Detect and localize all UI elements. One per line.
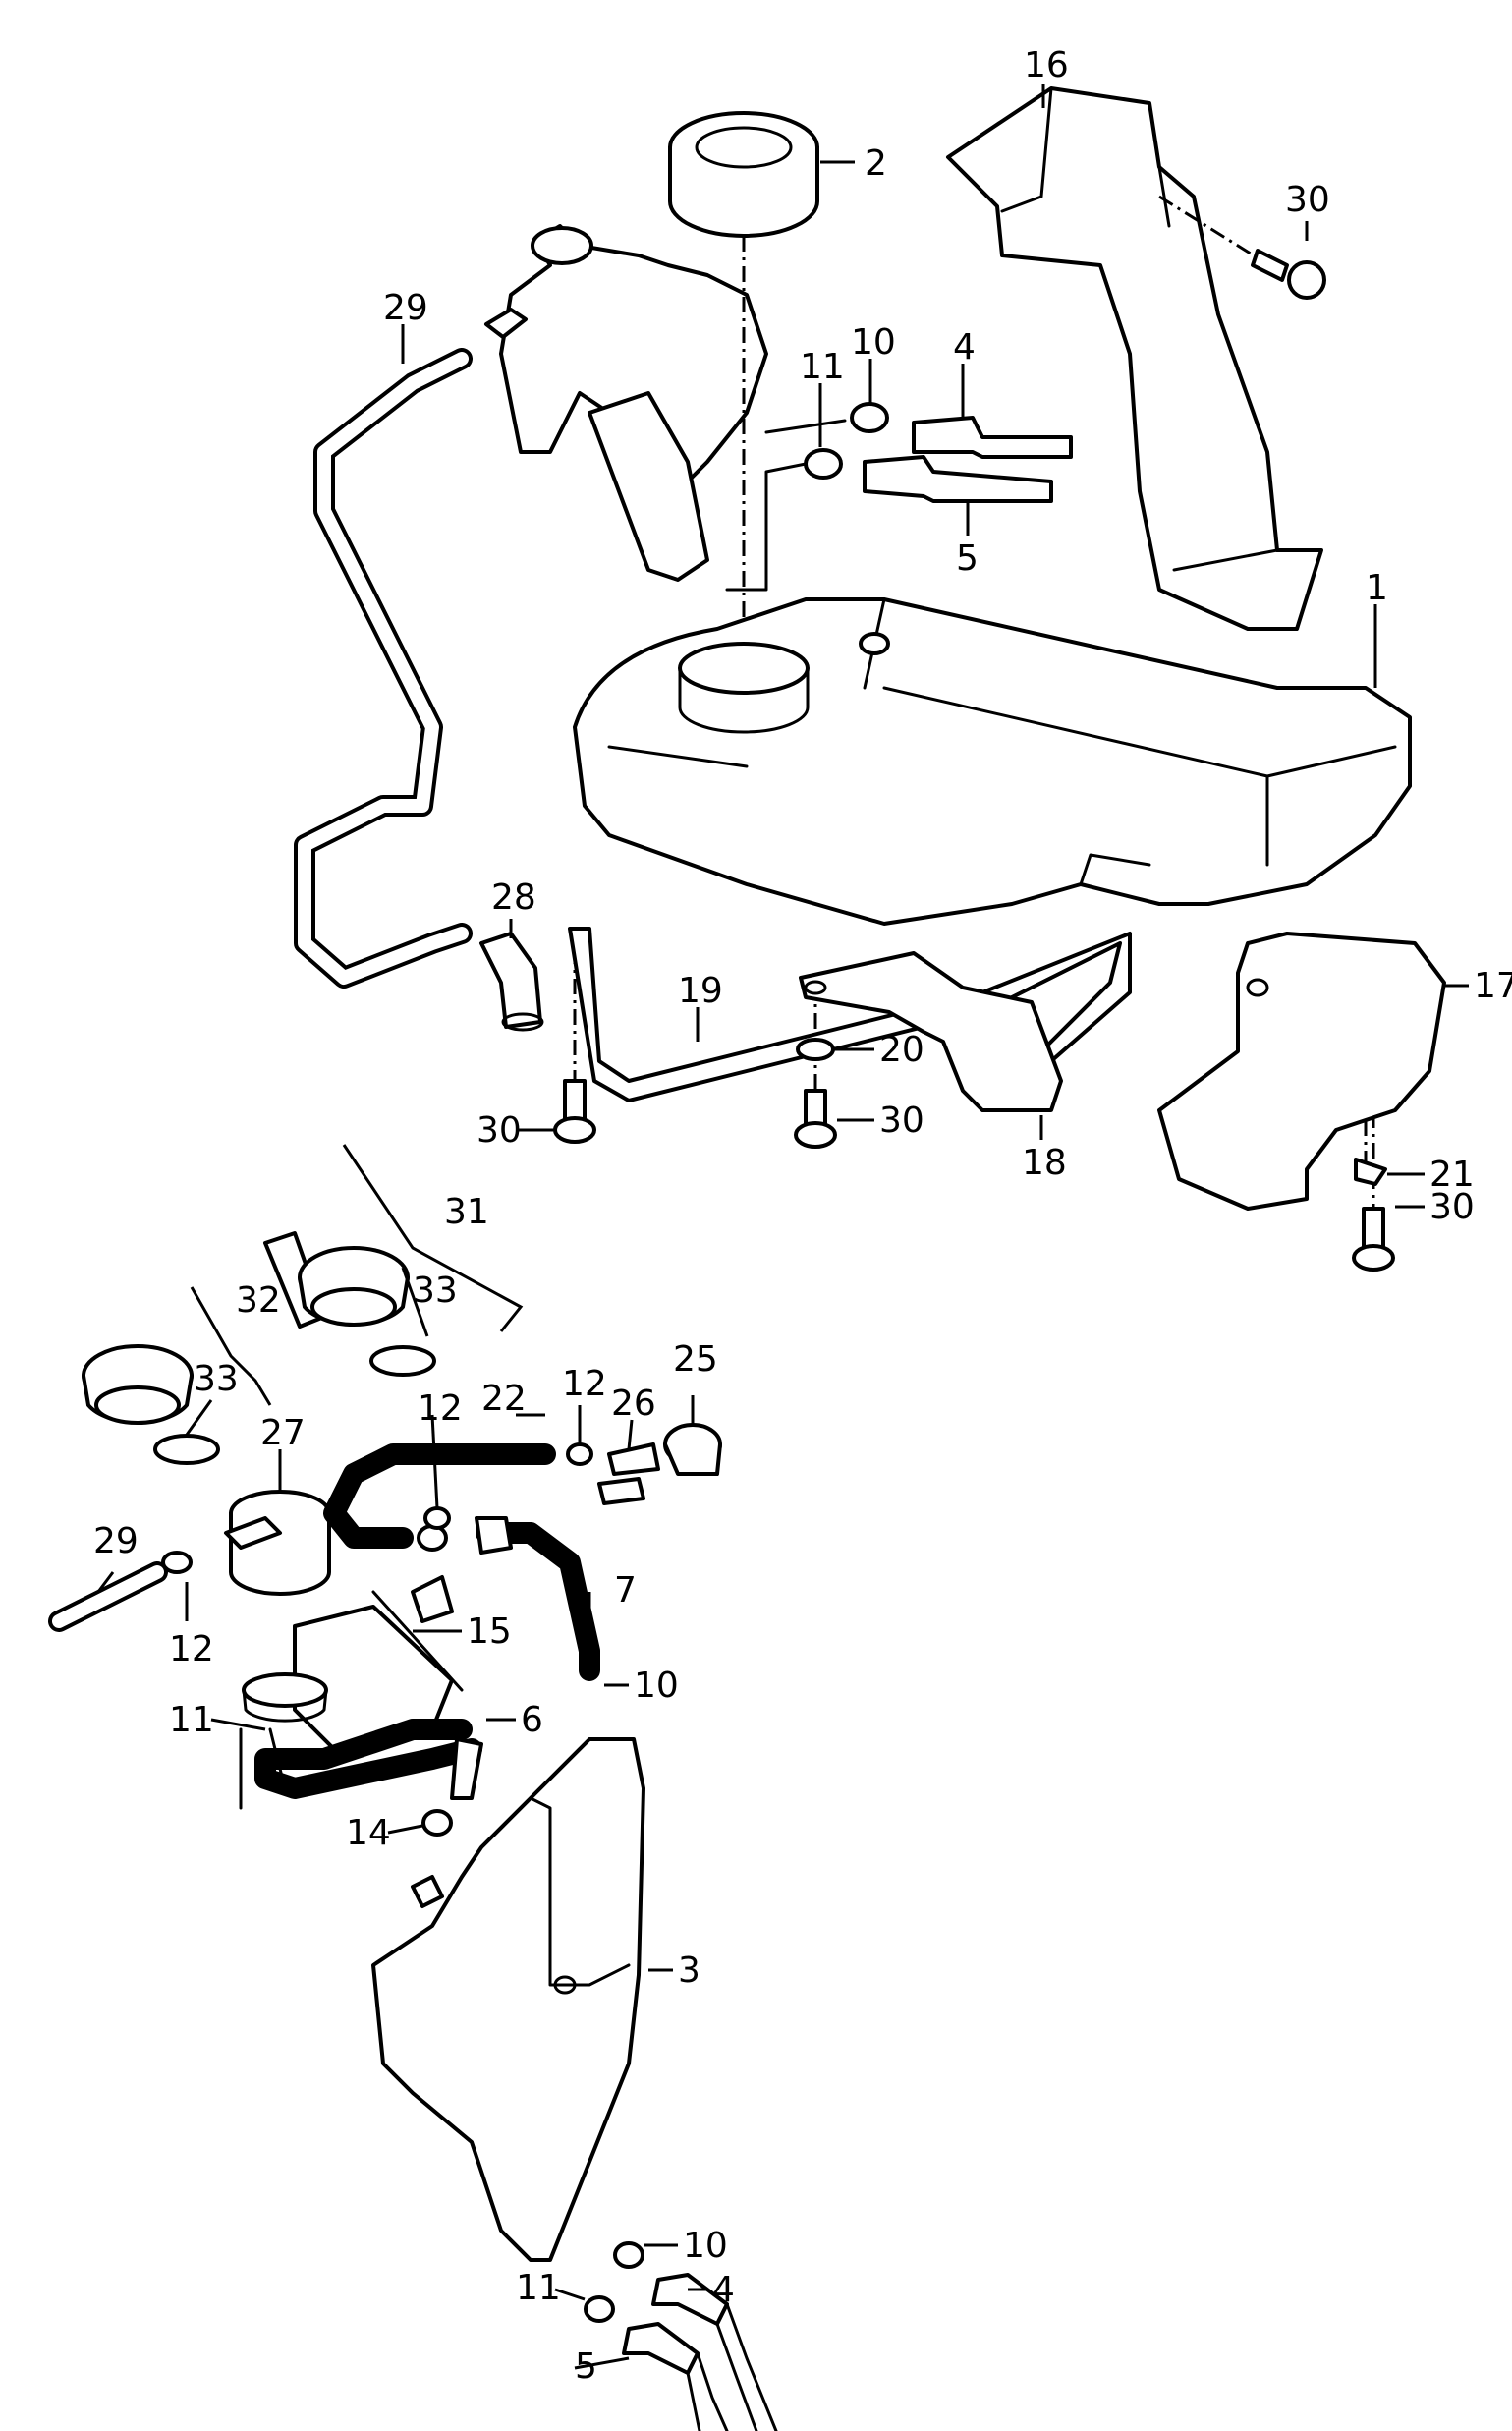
- fuel-tank-part-1: [573, 597, 1412, 926]
- washer-part-20: [796, 1038, 835, 1061]
- callout-11-lower: 11: [516, 2268, 561, 2308]
- callout-21: 21: [1429, 1155, 1475, 1195]
- callout-26: 26: [611, 1384, 656, 1424]
- callout-11-mid: 11: [169, 1700, 214, 1740]
- callout-28: 28: [491, 877, 536, 918]
- callout-33-upper: 33: [413, 1271, 458, 1311]
- bracket-part-18: [799, 951, 1063, 1112]
- callout-10-top: 10: [851, 322, 896, 363]
- connector-part-26: [597, 1442, 660, 1505]
- clip-part-21: [1354, 1158, 1387, 1186]
- callout-29-top: 29: [383, 288, 428, 328]
- callout-17: 17: [1474, 966, 1512, 1006]
- callout-5-lower: 5: [575, 2346, 597, 2387]
- canister-part-27: [224, 1490, 331, 1596]
- cap-part-25: [663, 1423, 722, 1476]
- callout-2: 2: [865, 143, 887, 184]
- heat-shield-part-16: [946, 86, 1323, 631]
- callout-19: 19: [678, 971, 723, 1011]
- callout-12-mid: 12: [418, 1388, 463, 1429]
- callout-27: 27: [260, 1413, 306, 1453]
- tube-part-29-lower: [48, 1551, 193, 1632]
- callout-10-lower: 10: [683, 2226, 728, 2266]
- bolt-part-30-left: [553, 1079, 596, 1144]
- callout-30-right: 30: [1429, 1187, 1475, 1227]
- callout-25: 25: [673, 1339, 718, 1380]
- callout-5-top: 5: [956, 538, 979, 579]
- clip-part-14: [421, 1809, 453, 1837]
- hose-connectors-lower: [584, 2241, 778, 2431]
- callout-22: 22: [481, 1379, 527, 1419]
- callout-3: 3: [678, 1950, 700, 1991]
- callout-4-lower: 4: [712, 2270, 735, 2310]
- callout-31: 31: [444, 1192, 489, 1232]
- callout-16: 16: [1024, 45, 1069, 85]
- bolt-part-30-right: [1352, 1207, 1395, 1272]
- valve-part-32: [82, 1344, 194, 1425]
- callout-12-top: 12: [562, 1364, 607, 1404]
- callout-4-top: 4: [953, 327, 976, 367]
- callout-18: 18: [1022, 1143, 1067, 1183]
- filler-neck: [484, 224, 768, 582]
- hose-part-6: [254, 1719, 483, 1800]
- filler-ring-lower: [239, 1672, 328, 1810]
- fuel-tank-part-3: [371, 1737, 645, 2262]
- callout-30-mid: 30: [879, 1101, 924, 1141]
- callout-29-lower: 29: [93, 1521, 139, 1561]
- bolt-part-30-mid: [794, 1089, 837, 1149]
- leader-lines: [96, 84, 1469, 2370]
- hose-connectors-upper: [725, 402, 1073, 592]
- callout-12-lower: 12: [169, 1629, 214, 1669]
- heat-shield-part-17: [1157, 932, 1446, 1211]
- hose-elbow-part-28: [479, 932, 544, 1032]
- callout-20: 20: [879, 1030, 924, 1070]
- seal-rings-part-33: [153, 1345, 436, 1465]
- callout-7: 7: [614, 1570, 637, 1611]
- bolt-part-30-top: [1251, 249, 1326, 300]
- callout-30-top: 30: [1285, 180, 1330, 220]
- callout-10-mid: 10: [634, 1666, 679, 1706]
- callout-33-lower: 33: [194, 1359, 239, 1399]
- callout-labels: 16 2 30 29 10 4 11 5 1 28 19 20 17 30 30…: [93, 45, 1512, 2387]
- callout-6: 6: [521, 1700, 543, 1740]
- breather-hose-part-29: [294, 348, 473, 989]
- callout-11-top: 11: [800, 347, 845, 387]
- valve-part-31: [263, 1231, 410, 1329]
- callout-15: 15: [467, 1611, 512, 1652]
- callout-30-left: 30: [476, 1110, 522, 1151]
- hose-part-7: [475, 1516, 600, 1681]
- filler-seal-part-2: [668, 111, 819, 238]
- callout-32: 32: [236, 1280, 281, 1321]
- callout-14: 14: [346, 1813, 391, 1853]
- callout-1: 1: [1366, 568, 1388, 608]
